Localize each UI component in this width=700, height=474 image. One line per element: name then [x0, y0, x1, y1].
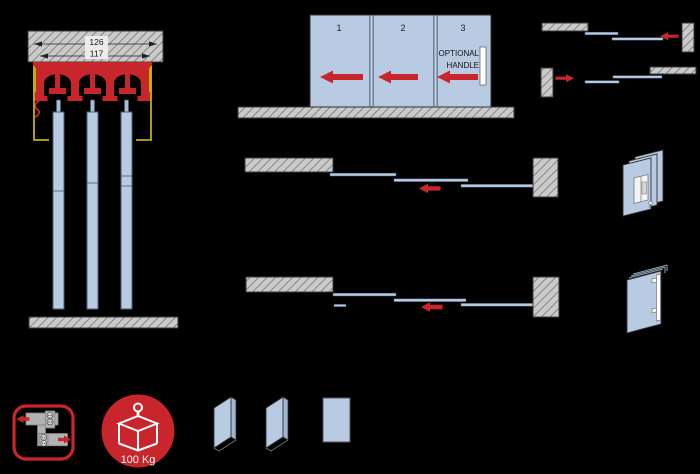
load-capacity-icon: 100 Kg — [101, 394, 175, 468]
telescopic-plan-open — [244, 157, 559, 198]
wall-hatch — [540, 67, 554, 98]
panel-1-plan — [329, 172, 397, 177]
edge-handle-bar-icon — [651, 273, 661, 322]
dimension-inner-label: 117 — [90, 49, 104, 59]
plan-view-slide-left — [541, 22, 695, 53]
arrow-left-icon — [660, 32, 679, 41]
panel-3-plan — [460, 184, 534, 188]
aluminium-track-profile — [33, 62, 152, 118]
wall-hatch — [649, 66, 697, 75]
panel-2-plan — [393, 178, 469, 182]
roller-hangers — [44, 74, 141, 101]
optional-handle-label-line1: OPTIONAL — [439, 49, 480, 58]
dimension-outer-label: 126 — [89, 37, 103, 47]
hanging-panels-section — [52, 111, 133, 310]
floor-hatch — [237, 106, 515, 119]
weight-cube-icon — [116, 414, 160, 452]
wall-hatch — [245, 276, 334, 293]
wall-hatch — [681, 22, 695, 53]
dimension-lines: 126 117 — [34, 36, 157, 59]
panel-3-plan — [460, 303, 534, 307]
wall-hatch — [541, 22, 589, 32]
load-capacity-label: 100 Kg — [121, 454, 156, 466]
carriage-link — [37, 424, 46, 435]
flat-panel-icon — [322, 397, 351, 443]
wall-hatch — [244, 157, 334, 173]
pocket-plan-views — [540, 22, 697, 98]
optional-handle-label-line2: HANDLE — [447, 61, 479, 70]
dimension-label-patch — [85, 36, 108, 59]
arrow-right-icon — [555, 74, 574, 83]
panel-dividers — [369, 15, 438, 107]
slide-arrow-left-icon — [378, 70, 418, 84]
edge-handle-detail — [626, 264, 668, 334]
panel-stop-plan — [333, 304, 347, 307]
panel-elevation: 1 2 3 OPTIONAL HANDLE — [237, 14, 515, 119]
flush-handle-detail — [622, 149, 664, 217]
slide-arrow-left-icon — [320, 70, 363, 84]
upper-carriage — [16, 410, 59, 429]
track-cross-section: 126 117 — [27, 30, 179, 329]
panel-block — [309, 14, 492, 108]
plan-view-slide-right — [540, 66, 697, 98]
flush-handle-icon — [633, 173, 653, 209]
panel-1-plan — [332, 292, 397, 297]
panel-3-label: 3 — [460, 23, 465, 33]
simultaneous-movement-icon — [12, 404, 75, 461]
floor-hatch — [28, 316, 179, 329]
wall-hatch — [532, 276, 560, 318]
profile-left-lip — [34, 100, 41, 118]
arrow-left-icon — [421, 302, 443, 312]
slide-arrow-left-icon — [437, 70, 478, 84]
panel-2-label: 2 — [400, 23, 405, 33]
arrow-left-icon — [419, 183, 441, 194]
arrow-left-icon — [16, 415, 30, 423]
lower-carriage — [37, 433, 71, 447]
optional-handle-bar — [479, 46, 487, 86]
side-cover-profile — [33, 66, 152, 141]
telescopic-plan-stacking — [245, 276, 560, 318]
wall-hatch — [532, 157, 559, 198]
stacked-panels-edges — [628, 264, 668, 279]
panel-2-plan — [393, 298, 467, 302]
wood-panel-slab-icon — [265, 396, 289, 452]
panel-1-label: 1 — [336, 23, 341, 33]
wood-panel-slab-icon — [213, 396, 237, 452]
arrow-right-icon — [58, 435, 71, 444]
